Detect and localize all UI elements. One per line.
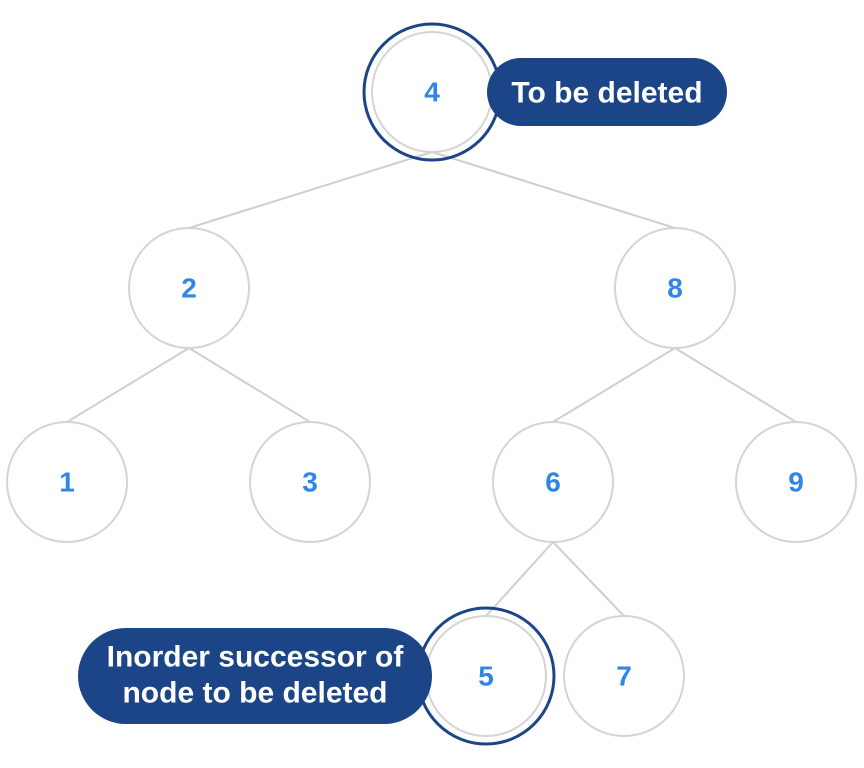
edge-n2-n3 — [188, 347, 311, 423]
tree-node-6: 6 — [492, 421, 614, 543]
edges-layer — [66, 151, 797, 617]
edge-n6-n5 — [485, 541, 554, 617]
tree-node-3: 3 — [249, 421, 371, 543]
tree-node-5: 5 — [416, 606, 556, 746]
nodes-layer: 4 2 8 1 3 6 9 5 7 — [6, 22, 857, 746]
node-circle — [492, 421, 614, 543]
edge-n4-n2 — [188, 151, 433, 229]
node-circle — [614, 227, 736, 349]
node-circle — [563, 615, 685, 737]
callouts-layer: To be deleted Inorder successor of node … — [78, 58, 727, 724]
tree-node-4: 4 — [362, 22, 502, 162]
edge-n8-n6 — [552, 347, 676, 423]
node-circle — [249, 421, 371, 543]
callout-inorder-successor: Inorder successor of node to be deleted — [78, 628, 432, 724]
node-label: 7 — [616, 661, 632, 692]
edge-n8-n9 — [674, 347, 797, 423]
node-circle — [735, 421, 857, 543]
edge-n2-n1 — [66, 347, 190, 423]
node-label: 1 — [59, 467, 75, 498]
callout-inorder-successor-line-2: node to be deleted — [122, 677, 387, 710]
tree-node-7: 7 — [563, 615, 685, 737]
node-label: 4 — [424, 77, 440, 108]
callout-to-be-deleted-box — [487, 58, 727, 126]
node-circle — [128, 227, 250, 349]
tree-node-2: 2 — [128, 227, 250, 349]
node-label: 8 — [667, 273, 683, 304]
node-label: 5 — [478, 661, 494, 692]
callout-to-be-deleted: To be deleted — [487, 58, 727, 126]
callout-inorder-successor-line-1: Inorder successor of — [107, 641, 405, 674]
tree-node-8: 8 — [614, 227, 736, 349]
edge-n6-n7 — [552, 541, 625, 617]
tree-node-1: 1 — [6, 421, 128, 543]
node-label: 9 — [788, 467, 804, 498]
callout-inorder-successor-box — [78, 628, 432, 724]
node-label: 2 — [181, 273, 197, 304]
callout-to-be-deleted-text: To be deleted — [511, 77, 702, 110]
tree-node-9: 9 — [735, 421, 857, 543]
node-circle — [6, 421, 128, 543]
node-label: 6 — [545, 467, 561, 498]
edge-n4-n8 — [431, 151, 676, 229]
node-label: 3 — [302, 467, 318, 498]
